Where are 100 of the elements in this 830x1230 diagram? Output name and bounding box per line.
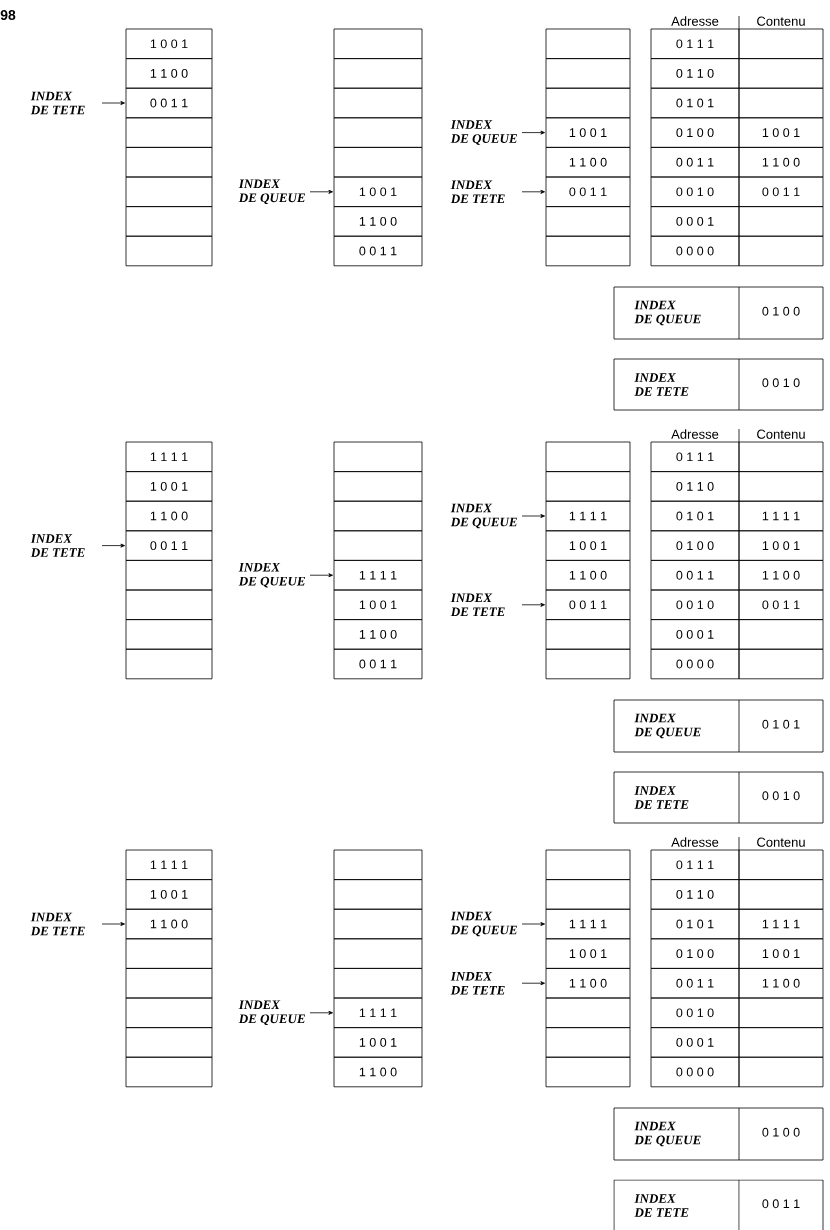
register-box: INDEX DE TETE 0 0 1 1 [613, 1179, 824, 1230]
memory-cell: 1 1 0 0 [738, 147, 824, 178]
arrow [101, 922, 125, 926]
memory-cell [738, 28, 824, 59]
stack-cell [333, 117, 423, 148]
stack-cell [545, 1027, 631, 1058]
memory-cell: 0 1 0 0 [650, 938, 740, 969]
memory-cell [738, 879, 824, 910]
memory-cell [738, 471, 824, 502]
memory-cell: 0 1 1 1 [650, 28, 740, 59]
stack-cell [333, 968, 423, 999]
stack-cell [333, 28, 423, 59]
stack-cell [333, 441, 423, 472]
pointer-label: INDEX DE QUEUE [238, 562, 305, 588]
stack-cell [125, 1027, 213, 1058]
memory-cell: 0 0 0 0 [650, 1056, 740, 1088]
stack-cell: 1 1 0 0 [545, 560, 631, 591]
pointer-label: INDEX DE TETE [30, 91, 85, 115]
memory-cell: 0 0 1 0 [650, 176, 740, 207]
stack-cell: 1 1 1 1 [545, 908, 631, 940]
stack-cell: 1 1 0 0 [333, 206, 423, 237]
stack-cell [333, 147, 423, 178]
memory-cell: 1 1 1 1 [738, 908, 824, 940]
memory-cell: 0 0 0 0 [650, 648, 740, 680]
stack-cell [125, 206, 213, 237]
stack-cell [125, 560, 213, 591]
memory-cell: 0 0 1 0 [650, 997, 740, 1028]
column-header: Contenu [757, 837, 805, 847]
memory-cell [738, 1056, 824, 1088]
register-box: INDEX DE QUEUE 0 1 0 0 [613, 1107, 824, 1161]
stack-cell: 1 0 0 1 [125, 28, 213, 59]
arrow [521, 981, 545, 986]
pointer-label: INDEX DE QUEUE [450, 911, 517, 937]
stack-cell: 1 1 0 0 [545, 147, 631, 178]
memory-cell [738, 648, 824, 680]
stack-cell: 1 0 0 1 [125, 471, 213, 502]
memory-cell: 0 1 1 0 [650, 879, 740, 910]
pointer-label: INDEX DE TETE [450, 180, 505, 204]
stack-cell [333, 938, 423, 969]
stack-cell [333, 58, 423, 89]
memory-cell: 0 1 0 1 [650, 908, 740, 940]
stack-cell [545, 879, 631, 910]
column-header: Adresse [671, 837, 719, 847]
stack-cell [333, 908, 423, 940]
pointer-label: INDEX DE QUEUE [450, 120, 517, 145]
memory-cell: 1 1 0 0 [738, 968, 824, 999]
stack-cell: 1 1 1 1 [125, 441, 213, 472]
stack-cell: 1 1 0 0 [125, 58, 213, 89]
memory-cell: 0 1 0 0 [650, 117, 740, 148]
memory-cell [738, 997, 824, 1028]
stack-cell [125, 968, 213, 999]
arrow [521, 602, 545, 607]
memory-cell [738, 1027, 824, 1058]
pointer-label: INDEX DE QUEUE [238, 179, 305, 205]
stack-cell [125, 1056, 213, 1088]
stack-cell [545, 997, 631, 1028]
pointer-label: INDEX DE TETE [450, 971, 505, 995]
memory-cell [738, 58, 824, 89]
memory-cell [738, 849, 824, 880]
column-header: Adresse [671, 16, 719, 26]
stack-cell: 1 0 0 1 [545, 117, 631, 148]
memory-cell: 0 0 1 0 [650, 589, 740, 620]
column-header: Adresse [671, 429, 719, 439]
stack-cell: 1 1 0 0 [333, 1056, 423, 1088]
memory-cell: 0 1 1 0 [650, 471, 740, 502]
stack-cell: 0 0 1 1 [545, 176, 631, 207]
pointer-label: INDEX DE TETE [30, 912, 85, 936]
stack-cell: 1 0 0 1 [545, 530, 631, 561]
memory-cell: 1 1 0 0 [738, 560, 824, 591]
stack-cell [125, 619, 213, 650]
memory-cell: 0 1 0 1 [650, 500, 740, 532]
memory-cell [738, 206, 824, 237]
stack-cell [125, 176, 213, 207]
memory-cell: 0 0 1 1 [650, 968, 740, 999]
stack-cell [545, 619, 631, 650]
stack-cell: 0 0 1 1 [333, 235, 423, 267]
stack-cell [545, 849, 631, 880]
memory-cell: 0 1 1 0 [650, 58, 740, 89]
stack-cell: 1 1 1 1 [545, 500, 631, 532]
stack-cell: 1 1 0 0 [125, 500, 213, 532]
pointer-label: INDEX DE TETE [30, 534, 85, 557]
stack-cell [125, 147, 213, 178]
stack-cell: 1 0 0 1 [333, 589, 423, 620]
memory-cell: 0 1 0 1 [650, 87, 740, 119]
arrow [309, 1010, 333, 1015]
memory-cell [738, 235, 824, 267]
stack-cell: 1 1 0 0 [333, 619, 423, 650]
page-number: 98 [0, 10, 16, 20]
stack-cell [545, 206, 631, 237]
stack-cell: 1 0 0 1 [125, 879, 213, 910]
register-box: INDEX DE TETE 0 0 1 0 [613, 358, 824, 411]
stack-cell [125, 117, 213, 148]
stack-cell: 1 1 0 0 [545, 968, 631, 999]
stack-cell [125, 648, 213, 680]
stack-cell [545, 87, 631, 119]
stack-cell [333, 500, 423, 532]
pointer-label: INDEX DE QUEUE [238, 1000, 305, 1026]
stack-cell [545, 471, 631, 502]
pointer-label: INDEX DE TETE [450, 593, 505, 617]
memory-cell: 1 0 0 1 [738, 530, 824, 561]
